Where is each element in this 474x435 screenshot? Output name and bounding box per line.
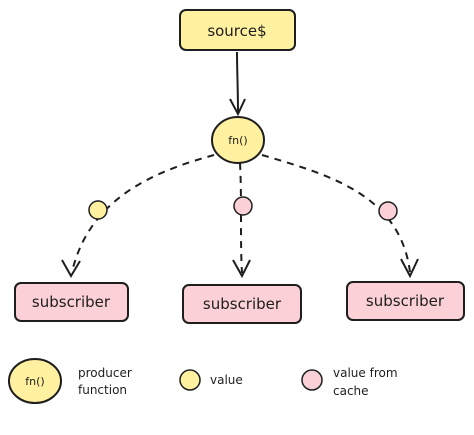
producer-label: fn() (228, 134, 247, 147)
producer-circle (211, 116, 265, 164)
legend-producer-text-2: function (78, 383, 127, 397)
legend-producer-text-1: producer (78, 366, 132, 380)
source-to-producer-arrow (229, 51, 246, 117)
subscriber-label: subscriber (32, 293, 111, 311)
subscriber-middle: subscriber (182, 284, 302, 324)
source-box (179, 9, 296, 51)
legend-producer-symbol (8, 358, 62, 404)
value-dot (88, 200, 108, 220)
legend: fn() producer function value value from … (8, 358, 398, 404)
legend-value: value (179, 369, 243, 391)
subscriber-right: subscriber (346, 281, 465, 321)
cached-value-dot (378, 201, 398, 221)
edge-left (61, 154, 215, 278)
producer-node: fn() (211, 116, 265, 164)
legend-value-dot (179, 369, 201, 391)
subscriber-label: subscriber (203, 295, 282, 313)
source-label: source$ (207, 22, 266, 40)
legend-value-text: value (210, 373, 243, 387)
source-node: source$ (179, 9, 296, 51)
legend-cached: value from cache (301, 366, 398, 398)
legend-producer: fn() producer function (8, 358, 132, 404)
edge-right (261, 154, 419, 279)
subscriber-label: subscriber (366, 292, 445, 310)
subscriber-left: subscriber (14, 282, 129, 322)
legend-cached-dot (301, 369, 323, 391)
edge-middle (232, 162, 253, 279)
cached-value-dot (233, 196, 253, 216)
legend-cached-text-2: cache (333, 384, 369, 398)
legend-cached-text-1: value from (333, 366, 398, 380)
legend-producer-symbol-label: fn() (25, 375, 44, 388)
